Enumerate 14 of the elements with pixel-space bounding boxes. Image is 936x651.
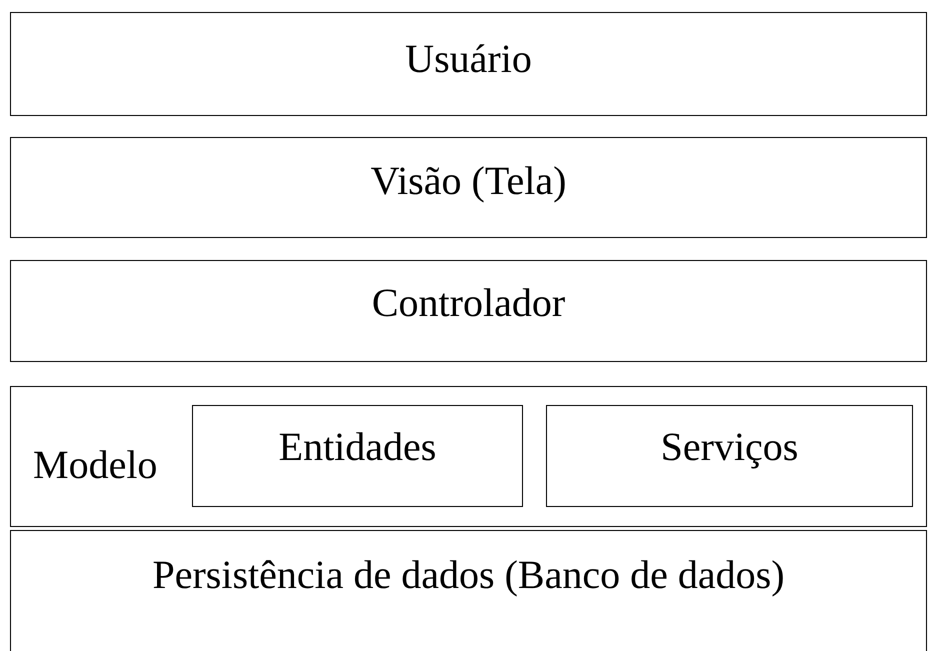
layer-label: Visão (Tela) [370,161,566,201]
layer-label: Entidades [278,427,436,467]
layer-label: Usuário [405,39,532,79]
layer-box [10,386,927,527]
layer-box [10,137,927,238]
layer-label: Persistência de dados (Banco de dados) [152,555,785,595]
layer-label: Serviços [660,427,798,467]
layer-box [10,530,927,651]
layer-box [10,260,927,362]
layer-label: Modelo [33,445,158,485]
layer-box [192,405,523,507]
layer-label: Controlador [372,283,566,323]
layer-box [546,405,913,507]
layer-box [10,12,927,116]
